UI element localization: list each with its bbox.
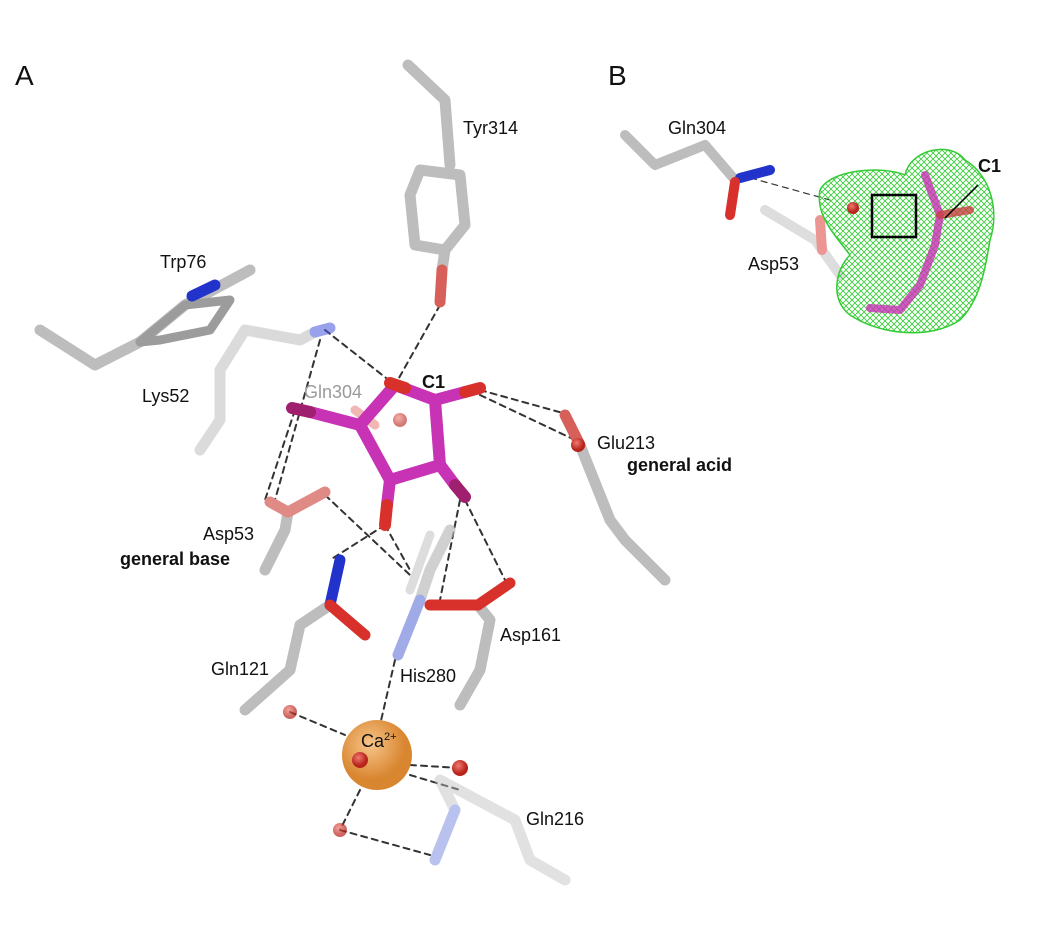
residue-trp76 — [34, 264, 256, 371]
label-c1: C1 — [422, 372, 446, 392]
label-asp161: Asp161 — [500, 625, 562, 645]
label-tyr314: Tyr314 — [463, 118, 519, 138]
water-molecules — [283, 202, 859, 837]
panel-label-a: A — [15, 60, 34, 91]
ligand-sugar — [286, 377, 486, 531]
highlight-box — [870, 193, 918, 239]
residue-lys52 — [194, 322, 336, 456]
label-trp76: Trp76 — [160, 252, 207, 272]
label-asp53: Asp53 — [203, 524, 255, 544]
residue-gln216 — [429, 774, 571, 886]
residue-gln121 — [239, 554, 371, 716]
label-glu213: Glu213 — [597, 433, 656, 453]
residue-tyr314 — [402, 59, 471, 308]
residue-his280 — [392, 524, 456, 661]
panel-b-gln304 — [620, 130, 775, 220]
panel-label-b: B — [608, 60, 627, 91]
label-lys52: Lys52 — [142, 386, 190, 406]
label-b-asp53: Asp53 — [748, 254, 800, 274]
label-gln121: Gln121 — [211, 659, 270, 679]
label-general-base: general base — [120, 549, 231, 569]
label-b-gln304: Gln304 — [668, 118, 727, 138]
calcium-symbol: Ca — [361, 731, 385, 751]
label-calcium: Ca2+ — [361, 731, 397, 752]
label-gln304: Gln304 — [304, 382, 363, 402]
residue-asp161 — [424, 577, 516, 711]
calcium-ion — [342, 720, 412, 790]
panel-b-asp53 — [760, 205, 845, 280]
label-his280: His280 — [400, 666, 457, 686]
electron-density-mesh — [818, 148, 995, 334]
label-general-acid: general acid — [627, 455, 733, 475]
calcium-charge: 2+ — [384, 731, 397, 743]
label-gln216: Gln216 — [526, 809, 585, 829]
label-b-c1: C1 — [978, 156, 1002, 176]
c1-pointer — [944, 184, 979, 219]
residue-asp53 — [259, 486, 331, 576]
